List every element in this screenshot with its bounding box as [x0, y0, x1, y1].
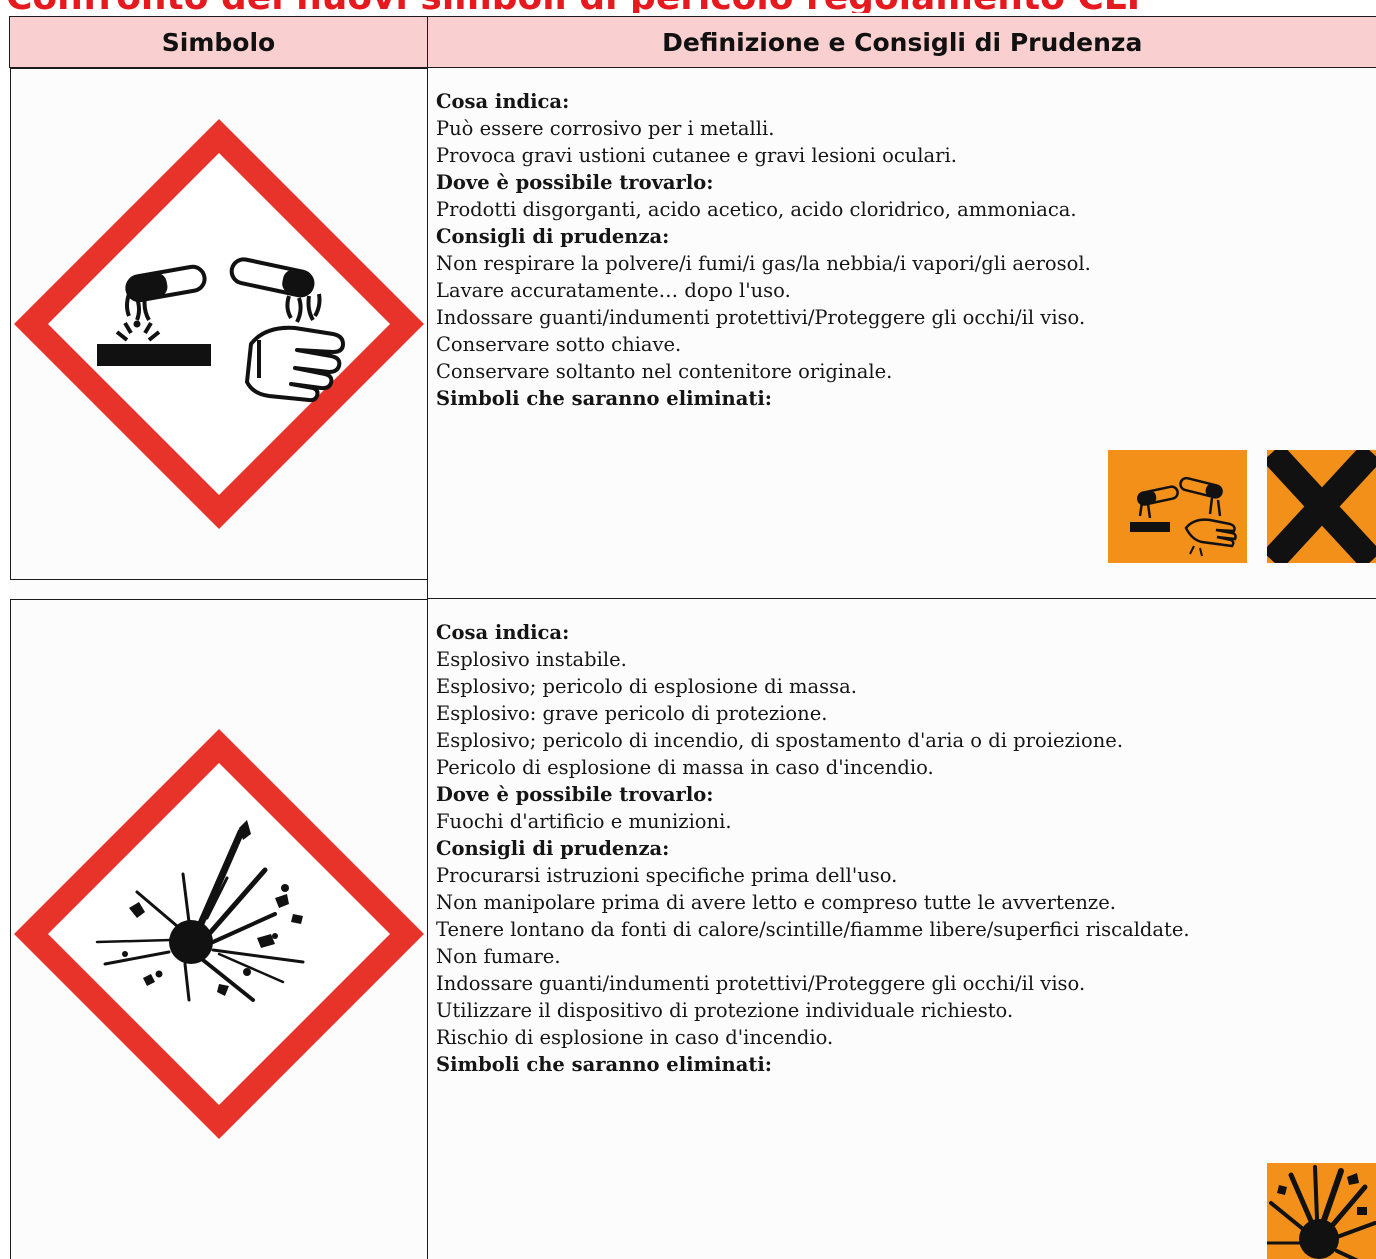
text-line: Esplosivo instabile.	[436, 648, 627, 671]
advice-heading: Consigli di prudenza:	[436, 837, 670, 860]
table-header-row: Simbolo Definizione e Consigli di Pruden…	[9, 16, 1376, 68]
text-line: Conservare soltanto nel contenitore orig…	[436, 360, 893, 383]
symbol-cell	[9, 68, 427, 580]
advice-heading: Consigli di prudenza:	[436, 225, 670, 248]
text-line: Esplosivo: grave pericolo di protezione.	[436, 702, 828, 725]
text-line: Lavare accuratamente… dopo l'uso.	[436, 279, 791, 302]
text-line: Utilizzare il dispositivo di protezione …	[436, 999, 1014, 1022]
hazard-symbols-table: Simbolo Definizione e Consigli di Pruden…	[9, 16, 1376, 1259]
text-line: Può essere corrosivo per i metalli.	[436, 117, 775, 140]
text-line: Indossare guanti/indumenti protettivi/Pr…	[436, 972, 1086, 995]
definition-cell: Cosa indica: Può essere corrosivo per i …	[427, 67, 1376, 599]
text-line: Pericolo di esplosione di massa in caso …	[436, 756, 934, 779]
text-line: Prodotti disgorganti, acido acetico, aci…	[436, 198, 1077, 221]
old-explosive-icon	[1266, 1163, 1376, 1259]
text-line: Conservare sotto chiave.	[436, 333, 682, 356]
header-symbol: Simbolo	[9, 16, 428, 68]
old-symbols	[1107, 450, 1376, 563]
old-harmful-x-icon	[1266, 450, 1376, 563]
text-line: Non respirare la polvere/i fumi/i gas/la…	[436, 252, 1091, 275]
what-heading: Cosa indica:	[436, 621, 570, 644]
text-line: Indossare guanti/indumenti protettivi/Pr…	[436, 306, 1086, 329]
text-line: Procurarsi istruzioni specifiche prima d…	[436, 864, 898, 887]
corrosion-icon	[13, 119, 424, 529]
table-row: Cosa indica: Può essere corrosivo per i …	[9, 67, 1376, 599]
old-symbols	[1266, 1163, 1376, 1259]
definition-cell: Cosa indica: Esplosivo instabile. Esplos…	[427, 598, 1376, 1259]
symbol-cell	[9, 598, 427, 1259]
text-line: Tenere lontano da fonti di calore/scinti…	[436, 918, 1190, 941]
text-line: Non fumare.	[436, 945, 561, 968]
where-heading: Dove è possibile trovarlo:	[436, 171, 714, 194]
where-heading: Dove è possibile trovarlo:	[436, 783, 714, 806]
text-line: Rischio di esplosione in caso d'incendio…	[436, 1026, 834, 1049]
explosive-icon	[13, 728, 424, 1139]
text-line: Esplosivo; pericolo di incendio, di spos…	[436, 729, 1124, 752]
what-heading: Cosa indica:	[436, 90, 570, 113]
header-definition: Definizione e Consigli di Prudenza	[427, 16, 1376, 68]
old-symbols-heading: Simboli che saranno eliminati:	[436, 387, 772, 410]
text-line: Non manipolare prima di avere letto e co…	[436, 891, 1116, 914]
text-line: Esplosivo; pericolo di esplosione di mas…	[436, 675, 857, 698]
old-symbols-heading: Simboli che saranno eliminati:	[436, 1053, 772, 1076]
text-line: Provoca gravi ustioni cutanee e gravi le…	[436, 144, 957, 167]
text-line: Fuochi d'artificio e munizioni.	[436, 810, 732, 833]
old-corrosive-icon	[1107, 450, 1247, 563]
page-title: Confronto dei nuovi simboli di pericolo …	[0, 0, 1376, 13]
table-row: Cosa indica: Esplosivo instabile. Esplos…	[9, 598, 1376, 1259]
